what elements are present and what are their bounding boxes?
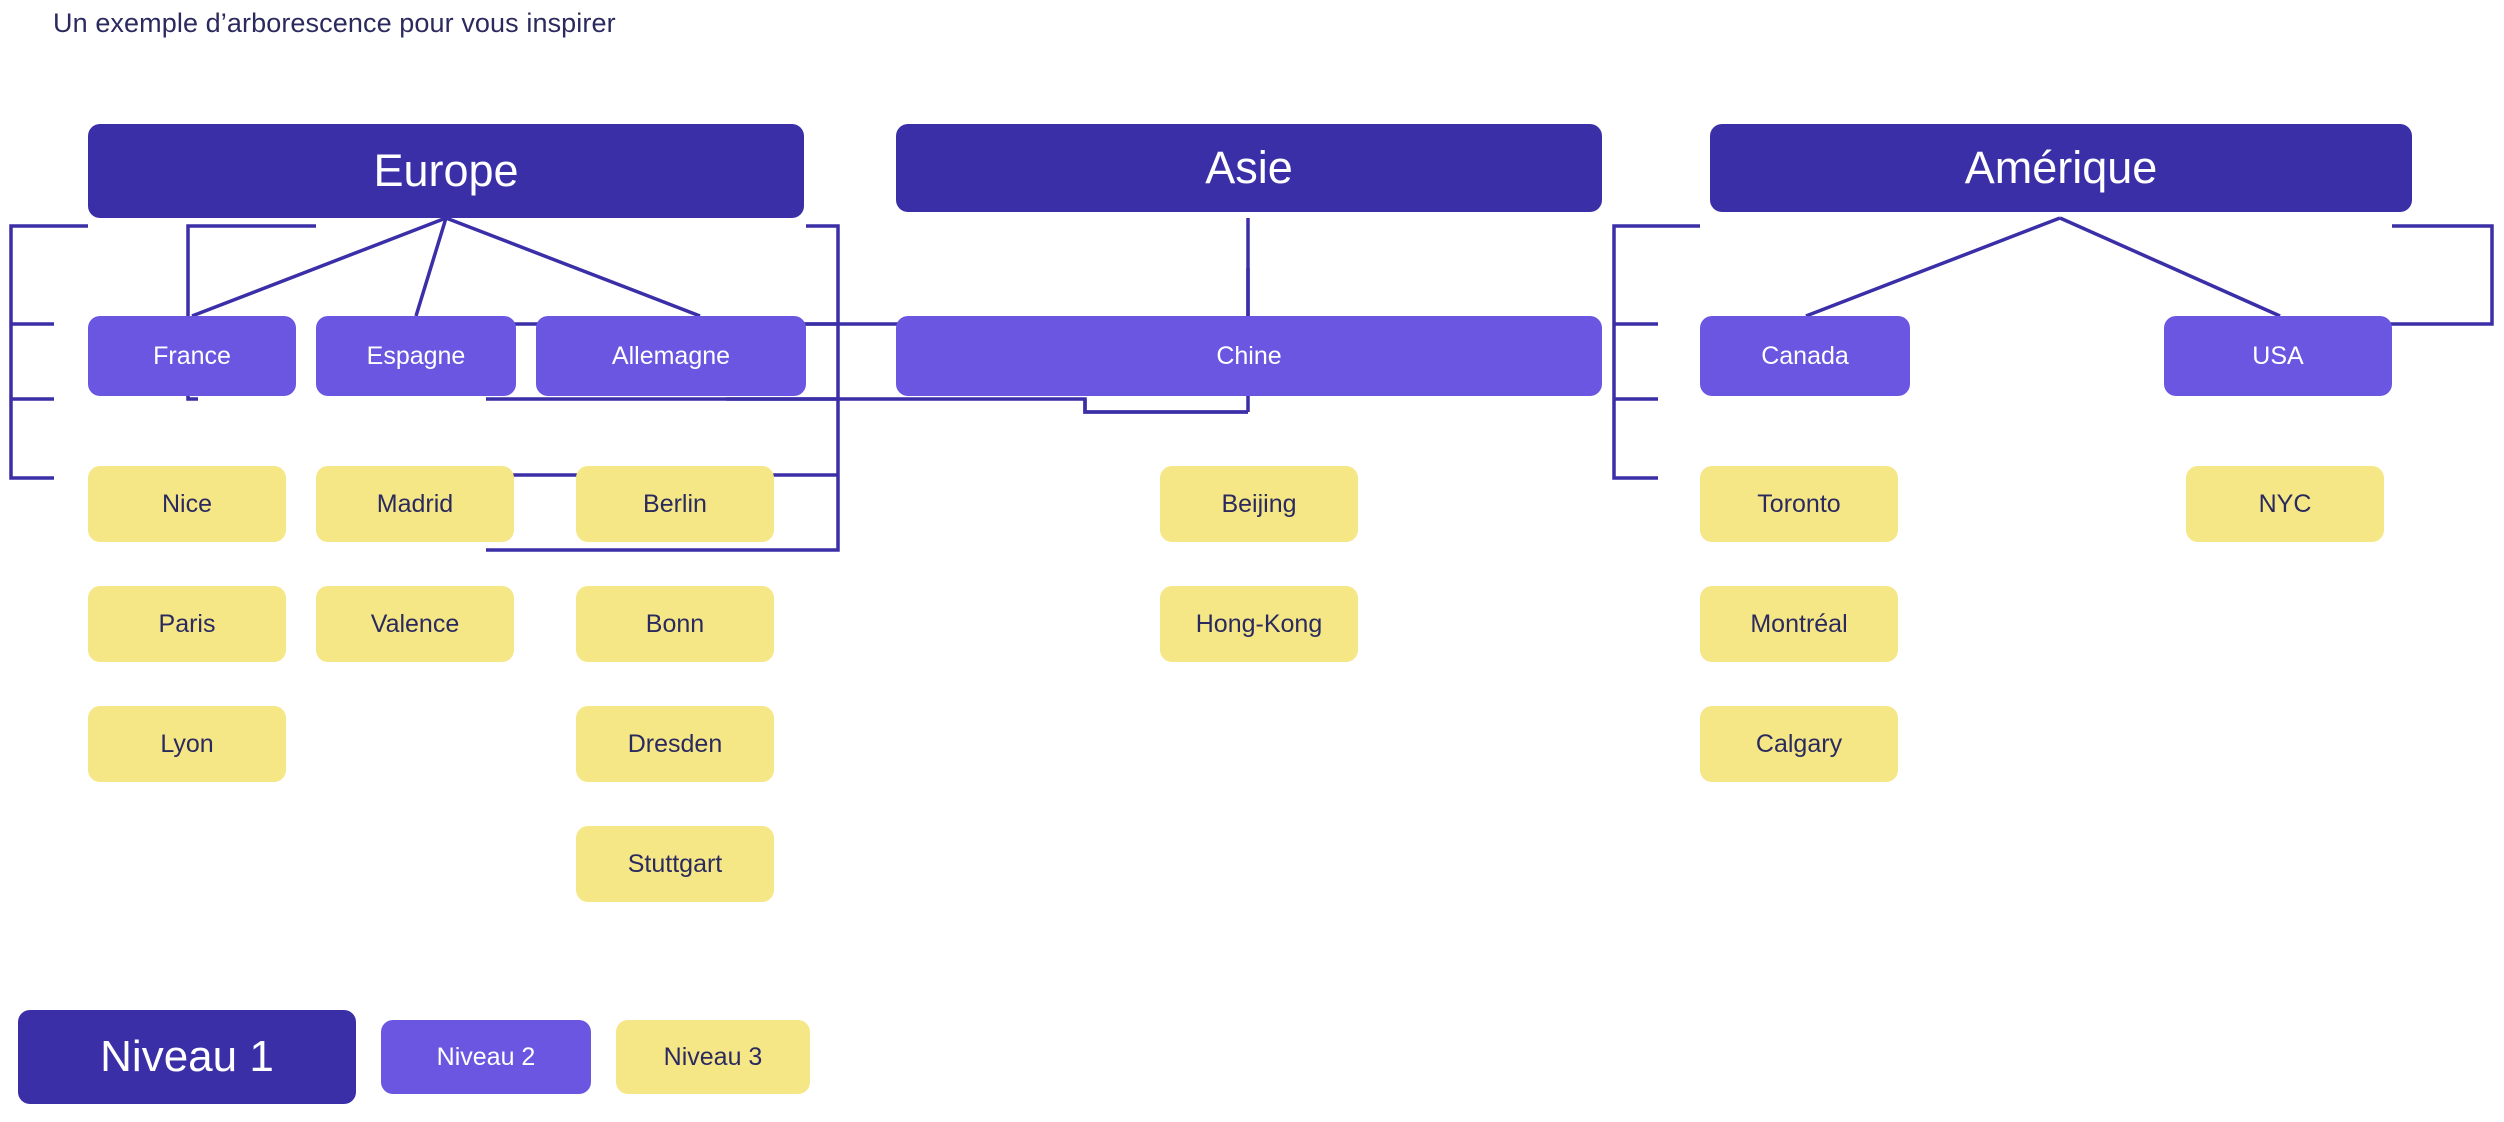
node-france[interactable]: France xyxy=(88,316,296,396)
node-calgary[interactable]: Calgary xyxy=(1700,706,1898,782)
node-europe[interactable]: Europe xyxy=(88,124,804,218)
node-canada[interactable]: Canada xyxy=(1700,316,1910,396)
node-amerique[interactable]: Amérique xyxy=(1710,124,2412,212)
legend-level-1-label: Niveau 1 xyxy=(100,1032,274,1081)
legend-level-1: Niveau 1 xyxy=(18,1010,356,1104)
node-france-label: France xyxy=(153,342,231,370)
node-berlin[interactable]: Berlin xyxy=(576,466,774,542)
node-espagne-label: Espagne xyxy=(366,342,466,370)
node-calgary-label: Calgary xyxy=(1755,730,1843,758)
node-nice[interactable]: Nice xyxy=(88,466,286,542)
legend-level-3-label: Niveau 3 xyxy=(663,1042,763,1071)
node-toronto-label: Toronto xyxy=(1757,490,1841,518)
node-allemagne-label: Allemagne xyxy=(611,342,731,370)
node-nyc[interactable]: NYC xyxy=(2186,466,2384,542)
node-dresden-label: Dresden xyxy=(627,730,723,758)
node-paris[interactable]: Paris xyxy=(88,586,286,662)
node-chine-label: Chine xyxy=(1216,342,1282,370)
node-usa[interactable]: USA xyxy=(2164,316,2392,396)
node-toronto[interactable]: Toronto xyxy=(1700,466,1898,542)
legend-level-2: Niveau 2 xyxy=(381,1020,591,1094)
node-beijing[interactable]: Beijing xyxy=(1160,466,1358,542)
node-valence[interactable]: Valence xyxy=(316,586,514,662)
node-hong-kong-label: Hong-Kong xyxy=(1195,610,1323,638)
node-madrid-label: Madrid xyxy=(376,490,454,518)
legend-level-3: Niveau 3 xyxy=(616,1020,810,1094)
node-amerique-label: Amérique xyxy=(1964,141,2158,193)
node-beijing-label: Beijing xyxy=(1221,490,1297,518)
node-chine[interactable]: Chine xyxy=(896,316,1602,396)
node-nyc-label: NYC xyxy=(2258,490,2312,518)
node-lyon[interactable]: Lyon xyxy=(88,706,286,782)
node-espagne[interactable]: Espagne xyxy=(316,316,516,396)
node-lyon-label: Lyon xyxy=(160,730,214,758)
node-hong-kong[interactable]: Hong-Kong xyxy=(1160,586,1358,662)
node-montreal-label: Montréal xyxy=(1750,610,1848,638)
node-dresden[interactable]: Dresden xyxy=(576,706,774,782)
node-usa-label: USA xyxy=(2252,342,2304,370)
page-title: Un exemple d’arborescence pour vous insp… xyxy=(53,8,616,38)
node-asie-label: Asie xyxy=(1205,141,1293,193)
node-berlin-label: Berlin xyxy=(643,490,707,518)
node-asie[interactable]: Asie xyxy=(896,124,1602,212)
node-stuttgart[interactable]: Stuttgart xyxy=(576,826,774,902)
node-montreal[interactable]: Montréal xyxy=(1700,586,1898,662)
node-bonn-label: Bonn xyxy=(645,610,705,638)
node-paris-label: Paris xyxy=(158,610,216,638)
node-stuttgart-label: Stuttgart xyxy=(627,850,723,878)
node-europe-label: Europe xyxy=(373,144,519,196)
node-valence-label: Valence xyxy=(370,610,460,638)
node-madrid[interactable]: Madrid xyxy=(316,466,514,542)
node-nice-label: Nice xyxy=(161,490,212,518)
node-canada-label: Canada xyxy=(1761,342,1849,370)
node-bonn[interactable]: Bonn xyxy=(576,586,774,662)
node-allemagne[interactable]: Allemagne xyxy=(536,316,806,396)
legend-level-2-label: Niveau 2 xyxy=(436,1042,536,1071)
